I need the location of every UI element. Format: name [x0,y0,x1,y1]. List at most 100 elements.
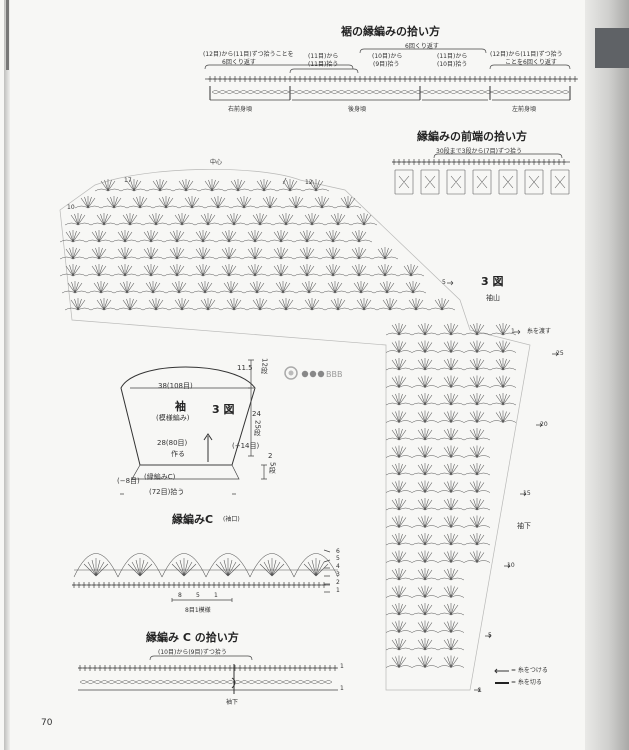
make-label: 作る [171,450,185,458]
label-back: 後身頃 [348,106,367,113]
body-height: 24 [252,410,261,418]
under-sleeve-label: 袖下 [517,522,531,530]
bc-row-1: 1 [336,587,340,594]
sleeve-cap-label: 袖山 [486,294,500,302]
hem-pickup-strip [204,48,578,101]
row-15: 15 [523,490,531,497]
pickup-bracket [149,655,253,661]
legend-join-symbol [494,668,509,674]
front-edge-ticks [392,159,566,165]
bc-row-5: 5 [336,555,340,562]
label-right-front: 右前身頃 [228,106,253,113]
sleeve-schematic [120,359,267,495]
sleeve-top-width: 38(108目) [158,382,193,390]
pickup-chains [79,680,333,684]
hem-note-7: (9目)拾う [373,61,400,68]
body-rows: 25段 [253,420,262,436]
border-c-pickup-title: 縁編み C の拾い方 [146,631,239,644]
legend-symbols [494,668,509,684]
repeat-num-8: 8 [178,592,182,599]
bc-row-3: 3 [336,571,340,578]
hem-chains [211,90,570,94]
sleeve-outline [120,366,256,466]
increase: (+14目) [232,442,260,450]
under-sleeve-pickup: 袖下 [226,699,239,706]
bc-arch-lines [73,553,339,578]
lace-outline [59,168,531,691]
lace-row-arrows [447,280,559,693]
cap-rows: 12段 [260,358,269,374]
watermark-text: BBB.cc [326,370,343,379]
book-spine [4,0,10,750]
border-c-pickup-note: (10目)から(9目)ずつ拾う [158,649,227,656]
label-left-front: 左前身頃 [512,106,537,113]
direction-arrow [203,433,213,462]
hem-pickup-title: 裾の縁編みの拾い方 [341,25,440,38]
decrease: (−8目) [117,477,140,485]
hem-note-1: (12目)から(11目)ずつ拾うことを [203,51,294,58]
hem-note-3: (11目)から [308,53,339,60]
border-c-chart [72,549,339,602]
pickup-join-mark [231,664,236,694]
height-dim [248,359,254,457]
hem-note-9: (10目)拾う [437,61,468,68]
cuff-height: 2 [268,452,273,460]
hem-chain-row [211,90,570,94]
pickup-row-1a: 1 [340,663,344,670]
border-c-pickup-strip [78,655,338,694]
hem-note-6: (10目)から [372,53,403,60]
cast-on: 28(80目) [157,439,188,447]
front-edge-strip [392,153,570,195]
front-edge-title: 縁編みの前端の拾い方 [417,130,527,143]
hem-note-10: (12目)から(11目)ずつ拾う [490,51,563,58]
bc-row-arrows [323,549,331,593]
row-5: 5 [442,279,446,286]
front-edge-note: 30段まで3段から(7目)ずつ拾う [436,148,522,155]
hem-note-8: (11目)から [437,53,468,60]
front-edge-bracket [433,153,563,159]
page-number: 70 [41,718,53,728]
row-10-b: 10 [507,562,515,569]
sleeve-part: 袖 [175,400,186,413]
sleeve-pattern: (模様編み) [156,414,190,422]
border-c-ref: (縁編みC) [144,473,176,481]
cuff-outline [131,464,240,480]
border-c-title: 縁編みC [172,513,214,526]
row-20: 20 [540,421,548,428]
hem-tick-marks [208,76,577,82]
repeat-bracket [171,598,233,602]
row-25: 25 [556,350,564,357]
bc-arches [73,553,339,578]
row-5-b: 5 [488,632,492,639]
hem-note-2: 6回くり返す [222,59,256,66]
lace-chart [59,168,559,693]
lace-chains [59,188,517,668]
hem-bracket-1 [204,64,354,70]
hem-dividers [209,86,571,100]
figure3-label: 3 図 [481,275,504,288]
row-12: 12 [305,179,313,186]
row-10: 10 [67,204,75,211]
attach-yarn: 糸を渡す [527,328,552,335]
pk-chain-row [79,680,333,684]
lace-fans [65,179,511,668]
cuff-dim [261,464,267,480]
legend-cut: = 糸を切る [511,679,542,686]
watermark-logo: BBB.cc [283,362,343,386]
bc-fan-spokes [83,558,329,577]
hem-note-5: 6回くり返す [405,43,439,50]
pickup-count: (72目)拾う [149,488,185,496]
cap-height: 11.5 [237,364,253,372]
hem-note-11: ことを6回くり返す [505,59,557,66]
gutter-tab [595,28,629,68]
bc-tick-marks [72,582,326,588]
row-17: 17 [124,177,132,184]
border-c-sub: (袖口) [223,516,240,523]
hem-note-4: (11目)拾う [308,61,339,68]
bc-row-2: 2 [336,579,340,586]
cuff-rows: 5段 [268,462,277,474]
fe-block-marks [394,169,570,195]
row-1-top: 1 [511,328,515,335]
pickup-row-1b: 1 [340,685,344,692]
